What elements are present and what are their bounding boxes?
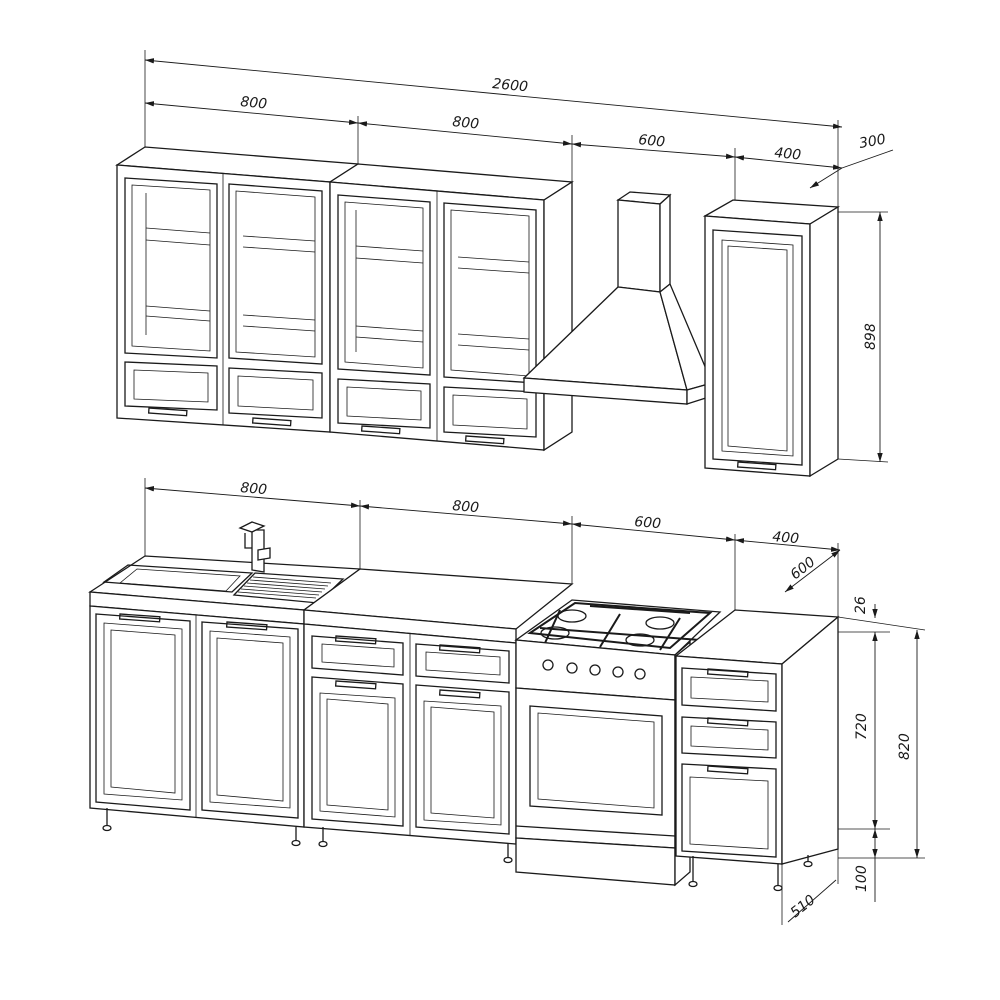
countertop-sink-section xyxy=(88,521,362,847)
upper-narrow-cabinet xyxy=(702,199,841,478)
top-dimensions: 2600 800 800 600 400 300 898 xyxy=(144,50,894,463)
upper-glass-cabinet-left xyxy=(115,146,360,433)
base-drawer-cabinet xyxy=(302,568,574,864)
gas-stove xyxy=(514,599,722,887)
upper-cabinets xyxy=(115,146,841,478)
dim-base-depth-top: 600 xyxy=(788,554,819,583)
burner-grates-icon xyxy=(539,605,701,651)
dim-top-height: 898 xyxy=(863,323,879,350)
dim-base-seg-3: 600 xyxy=(634,514,662,532)
dim-top-depth: 300 xyxy=(858,132,887,152)
dim-base-seg-4: 400 xyxy=(772,529,800,547)
base-narrow-drawer-cabinet xyxy=(674,609,840,892)
range-hood xyxy=(522,191,713,405)
dim-top-seg-1: 800 xyxy=(240,94,268,112)
dim-base-seg-1: 800 xyxy=(240,480,268,498)
dim-base-depth: 510 xyxy=(788,892,819,921)
stove-knobs-icon xyxy=(542,659,646,680)
dim-base-seg-2: 800 xyxy=(452,498,480,516)
dim-countertop-thickness: 26 xyxy=(853,596,869,614)
dim-top-seg-4: 400 xyxy=(774,145,802,163)
dim-cabinet-height: 720 xyxy=(854,713,870,740)
drainboard-ribs xyxy=(237,576,332,599)
base-cabinets xyxy=(88,521,840,892)
dim-top-seg-3: 600 xyxy=(638,132,666,150)
upper-glass-cabinet-right xyxy=(328,163,574,452)
dim-total-height: 820 xyxy=(897,733,913,760)
dim-leg-height: 100 xyxy=(854,865,870,892)
dim-top-seg-2: 800 xyxy=(452,114,480,132)
dim-top-total: 2600 xyxy=(492,76,529,95)
faucet-icon xyxy=(238,521,271,573)
